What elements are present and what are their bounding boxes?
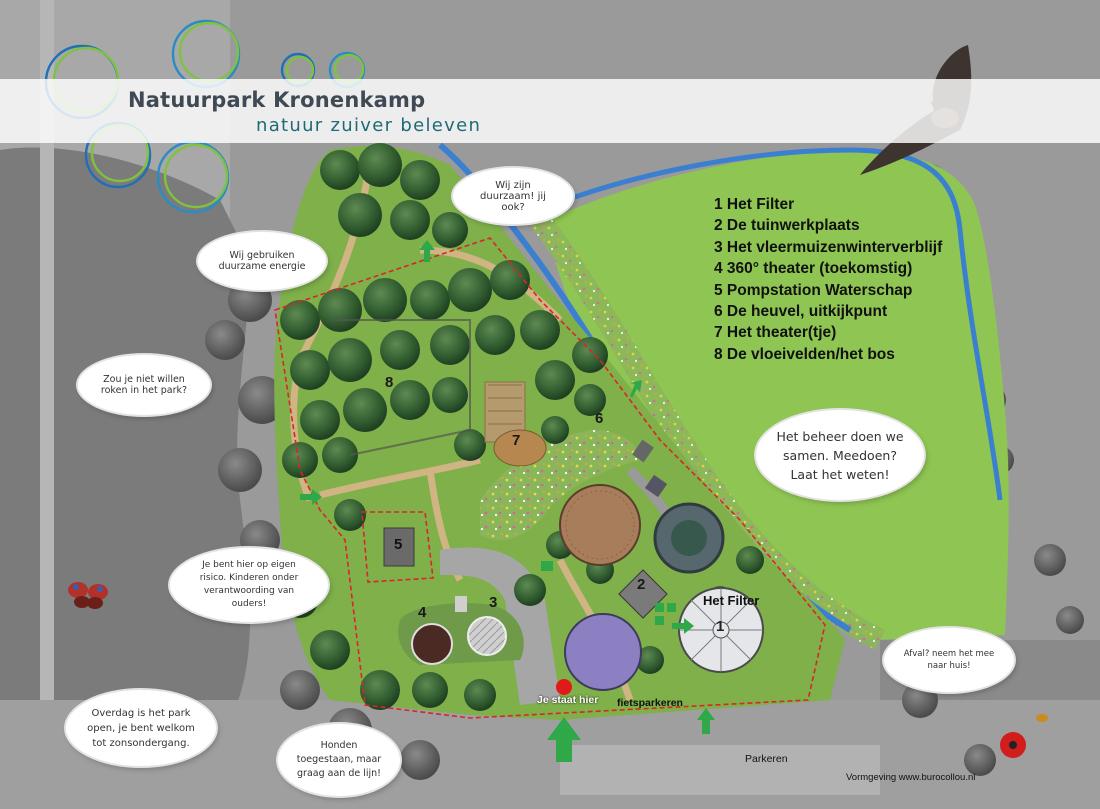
parking-lot (560, 745, 880, 795)
circle-brown (559, 484, 641, 566)
label-6: 6 (595, 410, 604, 427)
theater-360-circle (411, 623, 453, 665)
you-are-here-dot (556, 679, 572, 695)
cloud-energie: Wij gebruiken duurzame energie (198, 232, 326, 290)
label-2: 2 (637, 576, 646, 593)
butterfly-illustration (68, 582, 108, 609)
toilet-icon (655, 603, 664, 612)
circle-purple (564, 613, 642, 691)
theater-circle (493, 429, 547, 467)
legend-item-3: 3 Het vleermuizenwinterverblijf (714, 238, 943, 256)
label-4: 4 (418, 604, 427, 621)
hill-lookout (480, 429, 640, 540)
legend-item-1: 1 Het Filter (714, 196, 795, 213)
cloud-beheer: Het beheer doen we samen. Meedoen? Laat … (756, 410, 924, 500)
meadow (545, 150, 1009, 640)
bike-parking-label: fietsparkeren (617, 697, 683, 709)
cloud-open: Overdag is het park open, je bent welkom… (66, 690, 216, 766)
big-arrow-up-icon (547, 717, 581, 762)
legend-item-2: 2 De tuinwerkplaats (714, 217, 860, 235)
cloud-roken: Zou je niet willen roken in het park? (78, 355, 210, 415)
you-are-here-label: Je staat hier (537, 694, 599, 706)
label-5: 5 (394, 536, 403, 553)
legend: 1 Het Filter 2 De tuinwerkplaats 3 Het v… (714, 194, 942, 365)
het-filter-label: Het Filter (703, 593, 760, 608)
cloud-honden: Honden toegestaan, maar graag aan de lij… (278, 724, 400, 796)
legend-item-6: 6 De heuvel, uitkijkpunt (714, 303, 888, 321)
credit-label: Vormgeving www.burocollou.nl (846, 772, 976, 783)
arrow-up-icon-2 (697, 708, 715, 734)
arrow-up-icon (419, 240, 435, 262)
label-3: 3 (489, 594, 498, 611)
parking-label: Parkeren (745, 753, 788, 765)
park-boundary (274, 237, 826, 719)
entrance-arrows (300, 240, 715, 762)
cloud-risico: Je bent hier op eigen risico. Kinderen o… (170, 548, 328, 622)
label-7: 7 (512, 432, 521, 449)
arrow-right-icon (300, 489, 322, 505)
label-8: 8 (385, 374, 394, 391)
picnic-icon (541, 561, 553, 571)
forest (280, 143, 764, 711)
arrow-right-icon-2 (672, 618, 694, 634)
info-icon (655, 616, 664, 625)
cloud-afval: Afval? neem het mee naar huis! (884, 628, 1014, 692)
park-title: Natuurpark Kronenkamp (128, 88, 426, 112)
legend-item-5: 5 Pompstation Waterschap (714, 281, 913, 299)
legend-item-8: 8 De vloeivelden/het bos (714, 345, 895, 363)
pump-station-building (383, 527, 415, 567)
cloud-duurzaam: Wij zijn duurzaam! jij ook? (453, 168, 573, 224)
legend-item-7: 7 Het theater(tje) (714, 324, 837, 342)
park-subtitle: natuur zuiver beleven (256, 115, 482, 136)
pond-grey (0, 147, 250, 730)
accessible-icon (667, 603, 676, 612)
legend-item-4: 4 360° theater (toekomstig) (714, 260, 913, 278)
poppy-illustration (1000, 732, 1026, 758)
title-band (0, 79, 1100, 143)
label-1: 1 (716, 618, 725, 635)
bat-hibernation-dome (467, 616, 507, 656)
bee-illustration (1036, 714, 1048, 722)
arrow-up-right-icon (630, 380, 642, 398)
